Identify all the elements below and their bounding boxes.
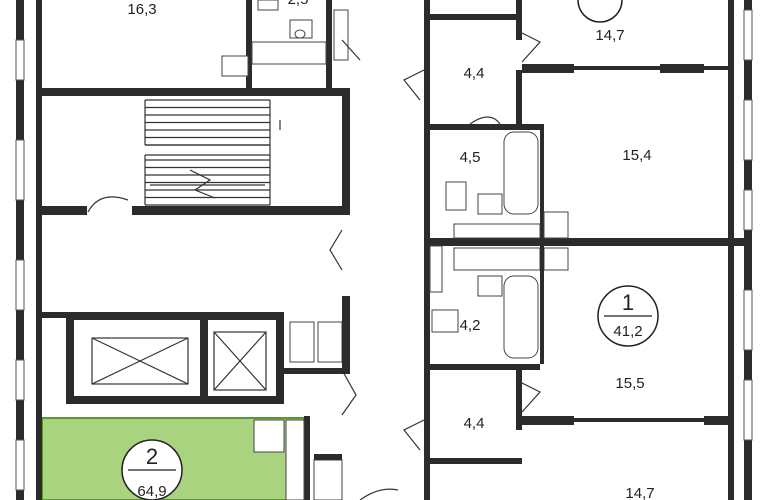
wall-horizontal	[522, 64, 574, 73]
sink	[253, 419, 285, 453]
door-swing	[515, 29, 541, 63]
wall-vertical	[342, 88, 350, 215]
door-swing	[403, 419, 425, 451]
wall-vertical	[342, 296, 350, 374]
window	[15, 359, 25, 401]
room-area-label: 4,4	[464, 415, 485, 432]
room-area-label: 14,7	[625, 485, 654, 500]
wall-horizontal	[704, 416, 728, 425]
door-swing	[515, 379, 541, 413]
shaft	[429, 245, 443, 293]
wall-vertical	[200, 312, 208, 404]
right-outer-wall	[744, 0, 752, 500]
wall-horizontal	[430, 364, 540, 370]
left-outer-wall	[16, 0, 24, 500]
sink	[477, 193, 503, 215]
cabinet	[453, 223, 541, 239]
cabinet	[543, 247, 569, 271]
elevator-1	[91, 337, 189, 385]
wall-horizontal	[574, 66, 660, 70]
cabinet	[543, 211, 569, 239]
room-area-label: 4,2	[460, 317, 481, 334]
bathtub	[503, 275, 539, 359]
door-swing	[341, 369, 357, 416]
wall-vertical	[66, 312, 74, 404]
closet	[313, 459, 343, 500]
apartment-badge-partial	[577, 0, 623, 23]
cabinet	[453, 247, 541, 271]
wall-horizontal	[704, 66, 728, 70]
toilet	[445, 181, 467, 211]
elevator-2	[213, 331, 267, 391]
toilet-bowl	[294, 29, 306, 39]
window	[15, 259, 25, 311]
toilet	[431, 309, 459, 333]
bath-cabinet	[251, 41, 327, 65]
window	[743, 289, 753, 351]
room-area-label: 14,7	[595, 27, 624, 44]
room-area-label: 4,4	[464, 65, 485, 82]
wall-horizontal	[66, 312, 282, 320]
window	[743, 9, 753, 61]
wall-vertical	[516, 70, 522, 130]
wall-vertical	[516, 370, 522, 430]
apartment-area: 64,9	[137, 483, 166, 500]
wall-horizontal	[42, 88, 350, 96]
room-area-label: 15,5	[615, 375, 644, 392]
sink	[221, 55, 249, 77]
apartment-number: 1	[622, 290, 634, 315]
shaft	[289, 321, 315, 363]
wall-horizontal	[430, 14, 522, 20]
staircase	[144, 99, 281, 206]
closet	[333, 9, 349, 61]
wall-horizontal	[42, 312, 66, 318]
door-swing	[87, 196, 129, 213]
shaft	[317, 321, 343, 363]
door-swing	[469, 116, 501, 125]
window	[15, 39, 25, 81]
window	[743, 379, 753, 441]
wall-horizontal	[42, 206, 87, 215]
wall-horizontal	[424, 238, 744, 246]
wall-vertical	[540, 124, 544, 240]
window	[743, 99, 753, 161]
left-inner-wall	[36, 0, 42, 500]
bathtub	[503, 131, 539, 215]
wall-vertical	[326, 0, 332, 88]
wall-vertical	[304, 416, 310, 500]
wall-vertical	[540, 246, 544, 364]
door-swing	[329, 229, 343, 271]
door-swing	[359, 488, 399, 500]
apartment-area: 41,2	[613, 323, 642, 340]
right-inner-wall	[728, 0, 734, 500]
room-area-label: 16,3	[127, 1, 156, 18]
door-swing	[341, 39, 361, 61]
wall-horizontal	[660, 64, 704, 73]
window	[743, 189, 753, 231]
sink	[477, 275, 503, 297]
window	[15, 139, 25, 201]
wall-horizontal	[132, 206, 350, 215]
bathtub	[285, 419, 305, 500]
room-area-label: 4,5	[460, 149, 481, 166]
wall-vertical	[276, 312, 284, 404]
room-area-label: 2,5	[288, 0, 309, 8]
wall-horizontal	[314, 454, 342, 460]
apartment-number: 2	[146, 444, 158, 469]
room-area-label: 15,4	[622, 147, 651, 164]
fixture	[257, 0, 279, 11]
wall-horizontal	[284, 368, 342, 374]
door-swing	[403, 69, 425, 101]
wall-horizontal	[522, 416, 574, 425]
wall-horizontal	[66, 396, 282, 404]
wall-horizontal	[430, 458, 522, 464]
wall-vertical	[246, 0, 252, 88]
window	[15, 439, 25, 491]
corridor-wall-right	[424, 0, 430, 500]
wall-horizontal	[574, 418, 704, 422]
wall-horizontal	[430, 124, 540, 130]
